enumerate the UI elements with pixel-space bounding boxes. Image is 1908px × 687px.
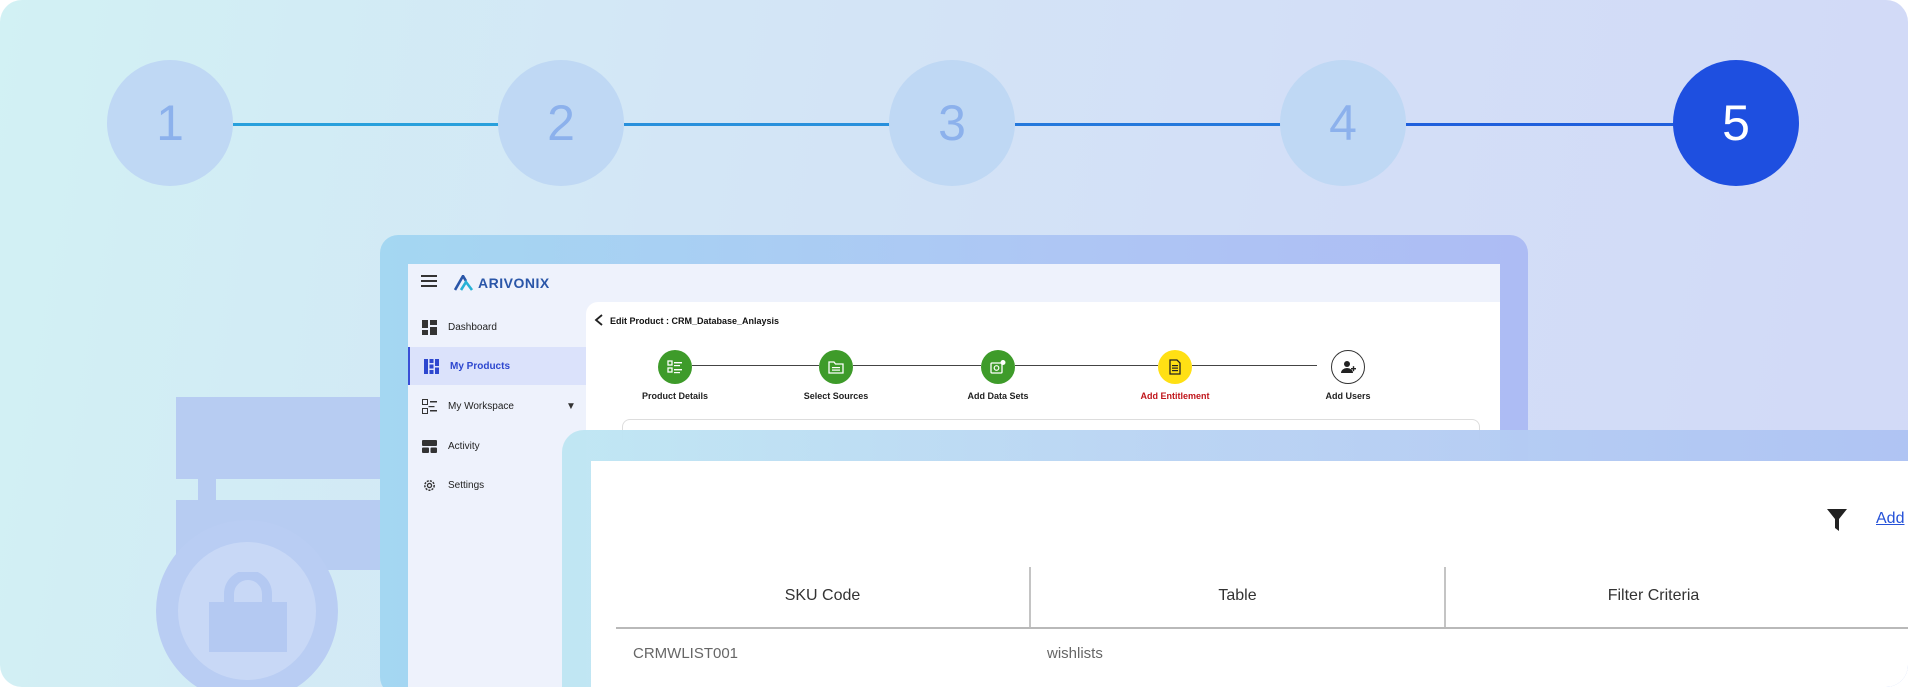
sidebar-item-label: My Products: [450, 360, 511, 372]
sidebar-item-label: Settings: [448, 479, 485, 491]
sidebar-item-activity[interactable]: Activity: [408, 427, 586, 465]
column-divider: [1029, 567, 1031, 627]
list-icon: [667, 360, 682, 374]
deco-server-block: [176, 397, 396, 479]
add-user-icon: [1341, 361, 1356, 373]
progress-step-add-users[interactable]: [1331, 350, 1365, 384]
dataset-icon: [990, 360, 1006, 374]
step-1: 1: [107, 60, 233, 186]
arivonix-logo-icon: [454, 275, 474, 291]
products-grid-icon: [424, 358, 439, 374]
step-connector-1-2: [233, 123, 501, 126]
progress-label-add-entitlement: Add Entitlement: [1140, 391, 1210, 401]
gear-icon: [424, 479, 435, 491]
sidebar-item-label: Activity: [448, 440, 480, 452]
step-connector-2-3: [624, 123, 892, 126]
back-arrow-icon[interactable]: [594, 314, 604, 326]
sidebar-item-settings[interactable]: Settings: [408, 466, 586, 504]
step-5-number: 5: [1722, 95, 1750, 151]
chevron-down-icon[interactable]: ▼: [566, 400, 576, 412]
step-2: 2: [498, 60, 624, 186]
add-entitlement-link[interactable]: Add: [1876, 510, 1905, 527]
dashboard-icon: [422, 319, 437, 335]
column-header-sku-code[interactable]: SKU Code: [784, 587, 861, 604]
cell-sku-code: CRMWLIST001: [633, 644, 739, 662]
progress-step-product-details[interactable]: [658, 350, 692, 384]
entitlement-panel-edge: [622, 419, 1480, 440]
progress-step-add-entitlement[interactable]: [1158, 350, 1192, 384]
progress-connector-1-2: [692, 365, 819, 366]
padlock-icon: [209, 572, 287, 652]
folder-icon: [828, 361, 844, 374]
step-1-number: 1: [156, 95, 184, 151]
progress-label-add-users: Add Users: [1325, 391, 1371, 401]
sidebar-item-label: My Workspace: [448, 400, 514, 412]
progress-step-add-data-sets[interactable]: [981, 350, 1015, 384]
progress-label-product-details: Product Details: [641, 391, 708, 401]
step-connector-3-4: [1015, 123, 1283, 126]
step-4: 4: [1280, 60, 1406, 186]
hamburger-menu-button[interactable]: [421, 275, 437, 289]
entitlement-table-window: Add SKU Code Table Filter Criteria CRMWL…: [591, 461, 1908, 687]
activity-icon: [422, 439, 437, 453]
progress-step-select-sources[interactable]: [819, 350, 853, 384]
brand-name: ARIVONIX: [478, 275, 550, 291]
sidebar-item-my-workspace[interactable]: My Workspace ▼: [408, 387, 586, 425]
step-3: 3: [889, 60, 1015, 186]
table-row[interactable]: CRMWLIST001 wishlists: [616, 629, 1908, 677]
sidebar-item-dashboard[interactable]: Dashboard: [408, 308, 586, 346]
sidebar: Dashboard My Products My Workspace ▼ Act…: [408, 302, 588, 687]
deco-connector: [198, 477, 216, 503]
table-header: SKU Code Table Filter Criteria: [616, 567, 1908, 629]
sidebar-item-label: Dashboard: [448, 321, 497, 333]
column-header-table[interactable]: Table: [1218, 587, 1257, 604]
step-connector-4-5: [1406, 123, 1674, 126]
step-5: 5: [1673, 60, 1799, 186]
progress-connector-4-5: [1192, 365, 1317, 366]
workspace-icon: [422, 398, 437, 414]
progress-connector-3-4: [1015, 365, 1158, 366]
sidebar-item-my-products[interactable]: My Products: [408, 347, 588, 385]
filter-icon[interactable]: [1827, 509, 1847, 531]
progress-connector-2-3: [853, 365, 981, 366]
step-3-number: 3: [938, 95, 966, 151]
page-title: Edit Product : CRM_Database_Anlaysis: [610, 316, 780, 326]
step-2-number: 2: [547, 95, 575, 151]
cell-table: wishlists: [1047, 644, 1103, 662]
column-header-filter-criteria[interactable]: Filter Criteria: [1607, 587, 1700, 604]
progress-label-add-data-sets: Add Data Sets: [967, 391, 1029, 401]
step-4-number: 4: [1329, 95, 1357, 151]
document-icon: [1169, 359, 1181, 375]
app-header: ARIVONIX: [408, 264, 1500, 302]
progress-label-select-sources: Select Sources: [803, 391, 869, 401]
column-divider: [1444, 567, 1446, 627]
